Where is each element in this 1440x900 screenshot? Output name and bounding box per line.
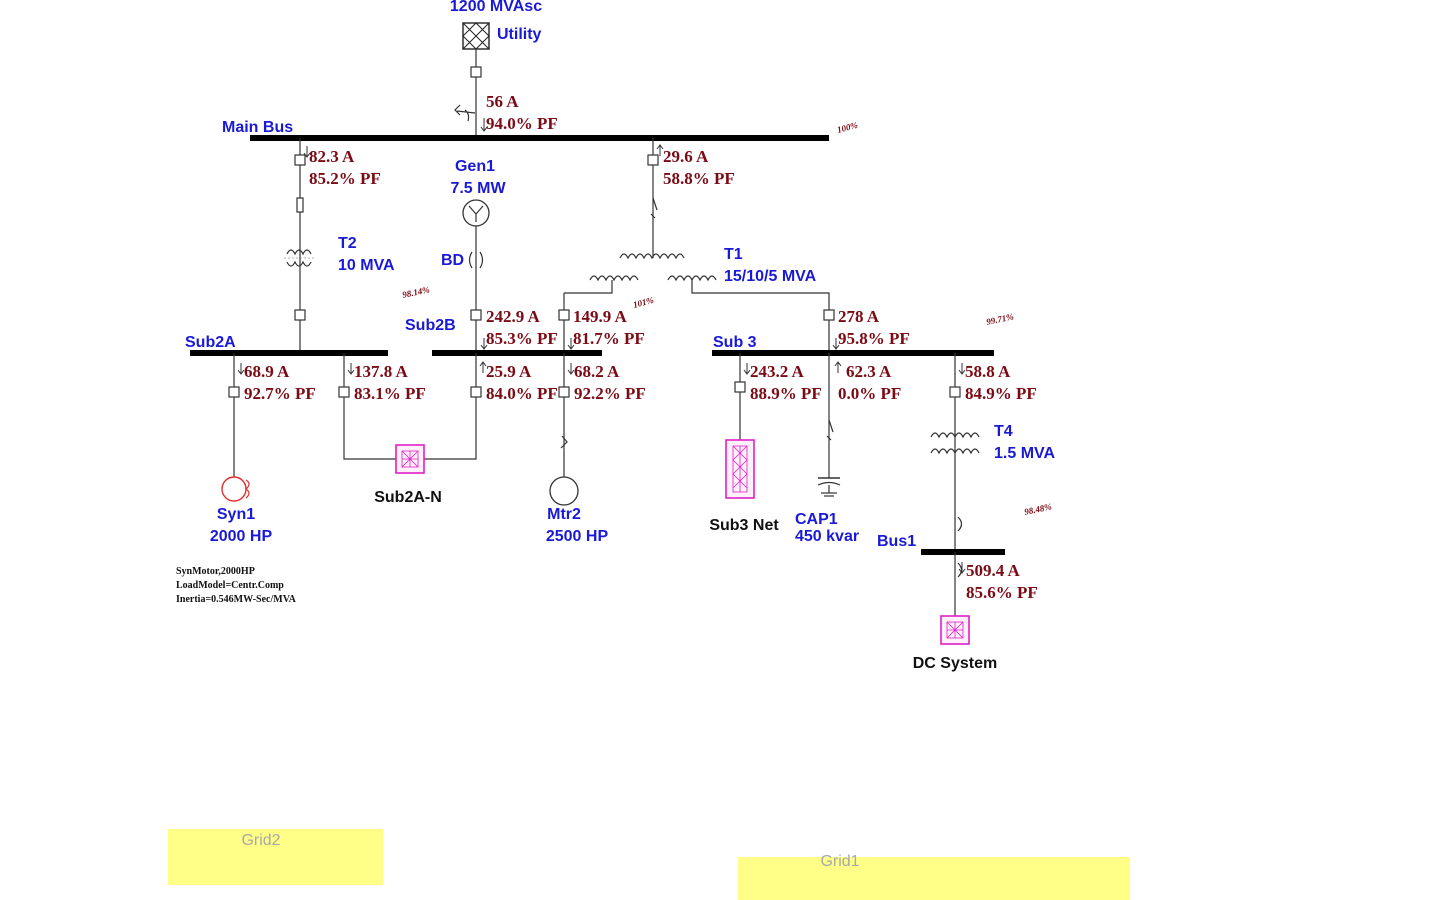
main-bus-label: Main Bus (222, 119, 293, 136)
t1-sub3-current: 278 A (838, 307, 880, 326)
t2-name: T2 (338, 235, 357, 252)
sub2b-tie-pf: 84.0% PF (486, 384, 558, 403)
utility-pf: 94.0% PF (486, 114, 558, 133)
t1-sub3-node[interactable] (823, 309, 835, 321)
sub2a-tie-current: 137.8 A (354, 362, 409, 381)
t2-transformer-icon[interactable] (284, 249, 316, 267)
gen1-breaker-label: BD (441, 252, 464, 269)
main-t1-pf: 58.8% PF (663, 169, 735, 188)
mtr2-name: Mtr2 (547, 506, 581, 523)
synchronous-motor-icon[interactable] (221, 476, 250, 502)
t4-breaker-icon[interactable] (957, 516, 963, 532)
sub3-bus-label: Sub 3 (713, 334, 757, 351)
flow-arrows (237, 118, 966, 574)
cap1-name: CAP1 (795, 511, 838, 528)
t1-primary-node[interactable] (647, 154, 659, 166)
grid2-zone[interactable] (168, 829, 383, 885)
load-shed-icon (454, 104, 476, 122)
mtr2-rating: 2500 HP (546, 528, 609, 545)
gen1-name: Gen1 (455, 158, 495, 175)
cap1-pf: 0.0% PF (838, 384, 901, 403)
utility-current: 56 A (486, 92, 519, 111)
dc-current: 509.4 A (966, 561, 1021, 580)
sub2a-bus-label: Sub2A (185, 334, 236, 351)
mtr2-switch-icon[interactable] (560, 435, 568, 449)
bus1-percent: 98.48% (1023, 501, 1053, 517)
dc-system-label: DC System (913, 655, 997, 672)
sub3-net-node[interactable] (734, 381, 746, 393)
t4-pf: 84.9% PF (965, 384, 1037, 403)
t4-rating: 1.5 MVA (994, 445, 1056, 462)
utility-name: Utility (497, 26, 542, 43)
fuse-icon[interactable] (296, 197, 304, 213)
sub3-net-current: 243.2 A (750, 362, 805, 381)
cap1-switch-icon[interactable] (826, 419, 834, 441)
t4-transformer-icon[interactable] (930, 432, 980, 455)
main-t2-pf: 85.2% PF (309, 169, 381, 188)
syn1-note-line2: LoadModel=Centr.Comp (176, 580, 284, 591)
switch-icon[interactable] (650, 197, 658, 219)
sub2a-n-network-icon[interactable] (395, 444, 425, 474)
sub3-percent: 99.71% (985, 311, 1015, 327)
mtr2-pf: 92.2% PF (574, 384, 646, 403)
bus1-label: Bus1 (877, 533, 916, 550)
sub2b-bus-label: Sub2B (405, 317, 456, 334)
syn1-pf: 92.7% PF (244, 384, 316, 403)
gen1-rating: 7.5 MW (450, 180, 506, 197)
t1-name: T1 (724, 246, 743, 263)
t4-current: 58.8 A (965, 362, 1011, 381)
utility-node[interactable] (470, 66, 482, 78)
t2-rating: 10 MVA (338, 257, 395, 274)
gen1-pf: 85.3% PF (486, 329, 558, 348)
t2-secondary-node[interactable] (294, 309, 306, 321)
utility-sc-label: 1200 MVAsc (450, 0, 542, 15)
syn1-rating: 2000 HP (210, 528, 273, 545)
sub3-net-pf: 88.9% PF (750, 384, 822, 403)
t1-rating: 15/10/5 MVA (724, 268, 817, 285)
main-t1-current: 29.6 A (663, 147, 709, 166)
breaker-icon[interactable] (468, 251, 484, 269)
sub2b-tie-current: 25.9 A (486, 362, 532, 381)
syn1-current: 68.9 A (244, 362, 290, 381)
induction-motor-icon[interactable] (549, 476, 579, 506)
sub3-net-network-icon[interactable] (725, 439, 755, 499)
sub2b-percent: 101% (632, 295, 655, 310)
gen1-node[interactable] (470, 309, 482, 321)
utility-icon[interactable] (462, 22, 490, 50)
syn1-node[interactable] (228, 386, 240, 398)
dc-system-icon[interactable] (940, 615, 970, 645)
sub2a-n-label: Sub2A-N (374, 489, 442, 506)
capacitor-icon[interactable] (817, 477, 841, 497)
gen1-current: 242.9 A (486, 307, 541, 326)
sub2a-percent: 98.14% (401, 284, 431, 300)
main-t2-current: 82.3 A (309, 147, 355, 166)
t1-sub2b-pf: 81.7% PF (573, 329, 645, 348)
sub2b-tie-node[interactable] (470, 386, 482, 398)
mtr2-node[interactable] (558, 386, 570, 398)
sub3-net-label: Sub3 Net (709, 517, 779, 534)
t4-name: T4 (994, 423, 1013, 440)
t4-node[interactable] (949, 386, 961, 398)
t1-sub2b-node[interactable] (558, 309, 570, 321)
cap1-rating: 450 kvar (795, 528, 859, 545)
t1-sub2b-current: 149.9 A (573, 307, 628, 326)
mtr2-current: 68.2 A (574, 362, 620, 381)
t1-transformer-icon[interactable] (563, 253, 830, 353)
grid2-label: Grid2 (241, 832, 280, 849)
cap1-current: 62.3 A (846, 362, 892, 381)
grid1-zone[interactable] (738, 857, 1130, 900)
main-bus-percent: 100% (836, 120, 859, 135)
syn1-note-line1: SynMotor,2000HP (176, 566, 255, 577)
syn1-note-line3: Inertia=0.546MW-Sec/MVA (176, 594, 297, 605)
t2-primary-node[interactable] (294, 154, 306, 166)
syn1-name: Syn1 (217, 506, 255, 523)
t1-sub3-pf: 95.8% PF (838, 329, 910, 348)
sub2a-tie-node[interactable] (338, 386, 350, 398)
sub2a-tie-pf: 83.1% PF (354, 384, 426, 403)
grid1-label: Grid1 (820, 853, 859, 870)
generator-icon[interactable] (462, 199, 490, 227)
dc-pf: 85.6% PF (966, 583, 1038, 602)
